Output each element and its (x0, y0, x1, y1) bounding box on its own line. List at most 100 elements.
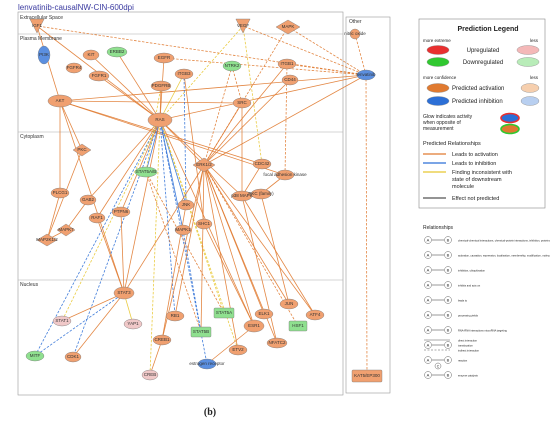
node-a-icon (424, 296, 432, 304)
node-kdm[interactable]: KAT5/EP300 (354, 373, 380, 378)
edge-ptpn6-stat3 (120, 211, 126, 294)
node-hsf1[interactable]: HSF1 (292, 323, 304, 328)
node-shape-stat5 (134, 166, 158, 178)
predicted-inhibition-swatch (426, 96, 450, 106)
node-etv2[interactable]: ETV2 (232, 347, 244, 352)
node-fgfr4[interactable]: FGFR4 (66, 65, 82, 70)
node-erk[interactable]: ERK1/2 (196, 162, 212, 167)
edge-ras-mitf (34, 119, 161, 357)
node-raf1[interactable]: RAF1 (91, 215, 103, 220)
node-kit[interactable]: KIT (87, 52, 95, 57)
node-creb[interactable]: CREB (143, 372, 157, 377)
node-a-icon (424, 251, 432, 259)
node-stat1[interactable]: STAT1 (55, 318, 69, 323)
node-cdc42[interactable]: CDC42 (254, 161, 270, 166)
node-fgfr[interactable]: FGFR1 (91, 73, 107, 78)
node-shape-raf1 (88, 212, 106, 224)
relationship-text: RNA-RNA interactions microRNA targeting (458, 329, 507, 333)
upregulated-swatch (426, 45, 450, 55)
node-mapk7[interactable]: MAPK7 (58, 227, 74, 232)
node-pi3k[interactable]: PI3K (39, 52, 49, 57)
edge-cdh-erk (203, 79, 291, 166)
node-pkcf[interactable]: PKC (family) (248, 191, 274, 196)
node-a-label: A (427, 313, 430, 318)
node-ras[interactable]: RAS (155, 117, 165, 122)
node-itgb3[interactable]: ITGB3 (177, 71, 191, 76)
node-cdk1[interactable]: CDK1 (66, 354, 79, 359)
legend-glow-3: measurement (423, 126, 454, 132)
node-shc1[interactable]: SHC1 (197, 221, 210, 226)
node-pkc[interactable]: PKC (77, 147, 87, 152)
legend-leads-to-activation: Leads to activation (452, 152, 498, 158)
node-egfr[interactable]: EGFR (157, 55, 171, 60)
node-ptpn6[interactable]: PTPN6 (113, 209, 129, 214)
node-b-label: B (447, 268, 450, 273)
node-a-icon (424, 266, 432, 274)
node-akt[interactable]: AKT (55, 98, 65, 103)
node-no[interactable]: nitric oxide (344, 31, 366, 36)
node-ntrk[interactable]: NTRK2 (224, 63, 240, 68)
node-stat5a[interactable]: STAT5A (215, 310, 233, 315)
relationship-text: indirect interaction (458, 349, 480, 353)
node-esr1[interactable]: ESR1 (248, 323, 260, 328)
node-shape-jun (279, 298, 299, 310)
node-gab2[interactable]: GAB2 (81, 197, 94, 202)
edge-erk-atf4 (203, 164, 316, 316)
other-frame (345, 16, 391, 394)
node-shape-igf1 (29, 18, 45, 34)
node-plcg[interactable]: PLCG1 (52, 190, 68, 195)
node-p38[interactable]: p38 MAPK (231, 193, 253, 198)
node-atf4[interactable]: ATF4 (309, 312, 321, 317)
node-shape-pi3k (37, 45, 51, 65)
node-erbb2[interactable]: ERBB2 (109, 49, 125, 54)
node-shape-vegf (235, 18, 251, 34)
predicted-activation-swatch (426, 83, 450, 93)
legend-predicted-activation: Predicted activation (452, 86, 504, 92)
node-map2k[interactable]: MAP2K1/2 (36, 237, 58, 242)
node-igf1[interactable]: IGF1 (31, 23, 42, 28)
node-len[interactable]: lenvatinib (356, 72, 376, 77)
edge-len-mapk (287, 26, 367, 76)
node-a-icon (424, 311, 432, 319)
legend-downregulated: Downregulated (463, 60, 503, 66)
node-cdh[interactable]: CD44 (284, 77, 296, 82)
node-a-label: A (427, 283, 430, 288)
cell-frame (17, 11, 344, 396)
node-jnk[interactable]: JNK (181, 202, 191, 207)
node-rb1[interactable]: RB1 (170, 313, 180, 318)
node-shape-plcg (50, 187, 70, 199)
legend-inconsistent-2: state of downstream (452, 177, 502, 183)
node-mitf[interactable]: MITF (29, 353, 41, 358)
node-yap1[interactable]: YAP1 (127, 321, 139, 326)
node-shape-erbb2 (106, 46, 128, 58)
node-mapk1[interactable]: MAPK1 (175, 227, 191, 232)
node-b-label: B (447, 253, 450, 258)
node-jun[interactable]: JUN (284, 301, 294, 306)
node-itgb1[interactable]: ITGB1 (280, 61, 294, 66)
edge-vegf-cdc42 (242, 25, 264, 165)
node-stat5b[interactable]: STAT5B (192, 329, 210, 334)
edge-gab2-mapk7 (65, 199, 89, 231)
node-estr[interactable]: estrogen receptor (189, 361, 225, 366)
edge-erk-creb1 (161, 164, 205, 341)
node-elk1[interactable]: ELK1 (258, 311, 270, 316)
node-stat5[interactable]: STAT5A/B (135, 169, 157, 174)
node-nfatc2[interactable]: NFATC2 (268, 340, 286, 345)
node-stat3[interactable]: STAT3 (117, 290, 131, 295)
node-shape-itgb1 (277, 58, 297, 70)
relationship-text: reaction (458, 359, 468, 363)
glow-activation-swatch (500, 123, 520, 135)
edge-igf1-akt (36, 25, 61, 102)
node-fak[interactable]: focal adhesion kinase (263, 172, 307, 177)
relationship-text: processing yields (458, 314, 479, 318)
legend-predicted-inhibition: Predicted inhibition (452, 99, 503, 105)
node-b-icon (444, 281, 452, 289)
node-src[interactable]: SRC (237, 100, 247, 105)
node-vegf[interactable]: VEGF (236, 23, 250, 28)
edge-cdc42-p38 (241, 163, 263, 197)
node-creb1[interactable]: CREB1 (154, 337, 170, 342)
relationship-row-11: indirect interaction (424, 349, 480, 353)
node-shape-pkc (72, 143, 92, 157)
node-mapk[interactable]: MAPK (281, 24, 295, 29)
node-pdgfr[interactable]: PDGFRB (151, 83, 171, 88)
